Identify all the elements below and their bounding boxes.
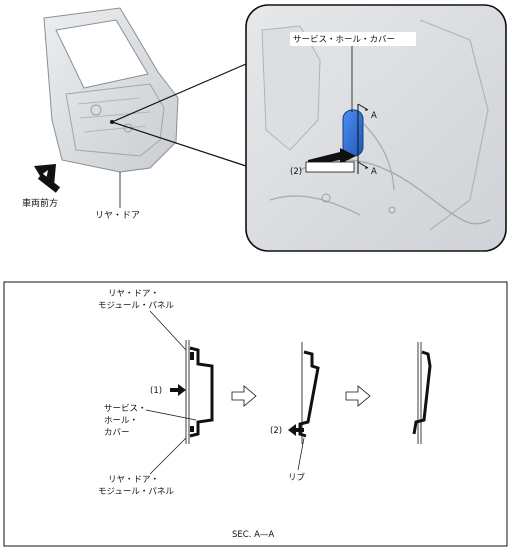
cover-label-3: カバー (104, 428, 130, 438)
process-arrow-1-icon (231, 385, 257, 407)
service-hole-cover-label: サービス・ホール・カバー (293, 35, 395, 45)
panel-bottom-label-1: リヤ・ドア・ (108, 475, 159, 485)
panel-top-label-2: モジュール・パネル (98, 301, 174, 311)
section-mark-bottom: A (371, 167, 377, 177)
rear-door-illustration (43, 7, 179, 173)
panel-top-label-1: リヤ・ドア・ (108, 289, 159, 299)
step-1-arrow-icon (170, 384, 186, 396)
cover-label-2: ホール・ (104, 416, 138, 426)
section-stage-2 (298, 342, 320, 444)
cover-label-1: サービス・ (104, 404, 147, 414)
step-2-label-top: (2) (290, 167, 302, 177)
panel-bottom-label-2: モジュール・パネル (98, 487, 174, 497)
zoom-anchor-dot (110, 120, 114, 124)
step-1-label: (1) (150, 386, 162, 396)
rib-label: リブ (288, 472, 306, 483)
process-arrow-2-icon (345, 385, 371, 407)
zoom-detail-box: サービス・ホール・カバー A A (2) (245, 4, 507, 252)
rear-door-label: リヤ・ドア (95, 211, 140, 221)
vehicle-front-label: 車両前方 (22, 197, 58, 209)
section-mark-top: A (371, 111, 377, 121)
step-2-label-section: (2) (270, 426, 282, 436)
zoom-callout-lines (111, 63, 247, 167)
service-hole-cover-shape (342, 109, 364, 157)
section-stage-1 (185, 340, 214, 444)
section-stage-3 (412, 342, 432, 444)
step-2-arrow-icon (308, 148, 356, 166)
section-frame (3, 281, 508, 547)
vehicle-front-arrow-shaft (37, 173, 61, 193)
step-2-arrow-section-icon (288, 424, 304, 436)
section-caption: SEC. A—A (232, 530, 274, 540)
